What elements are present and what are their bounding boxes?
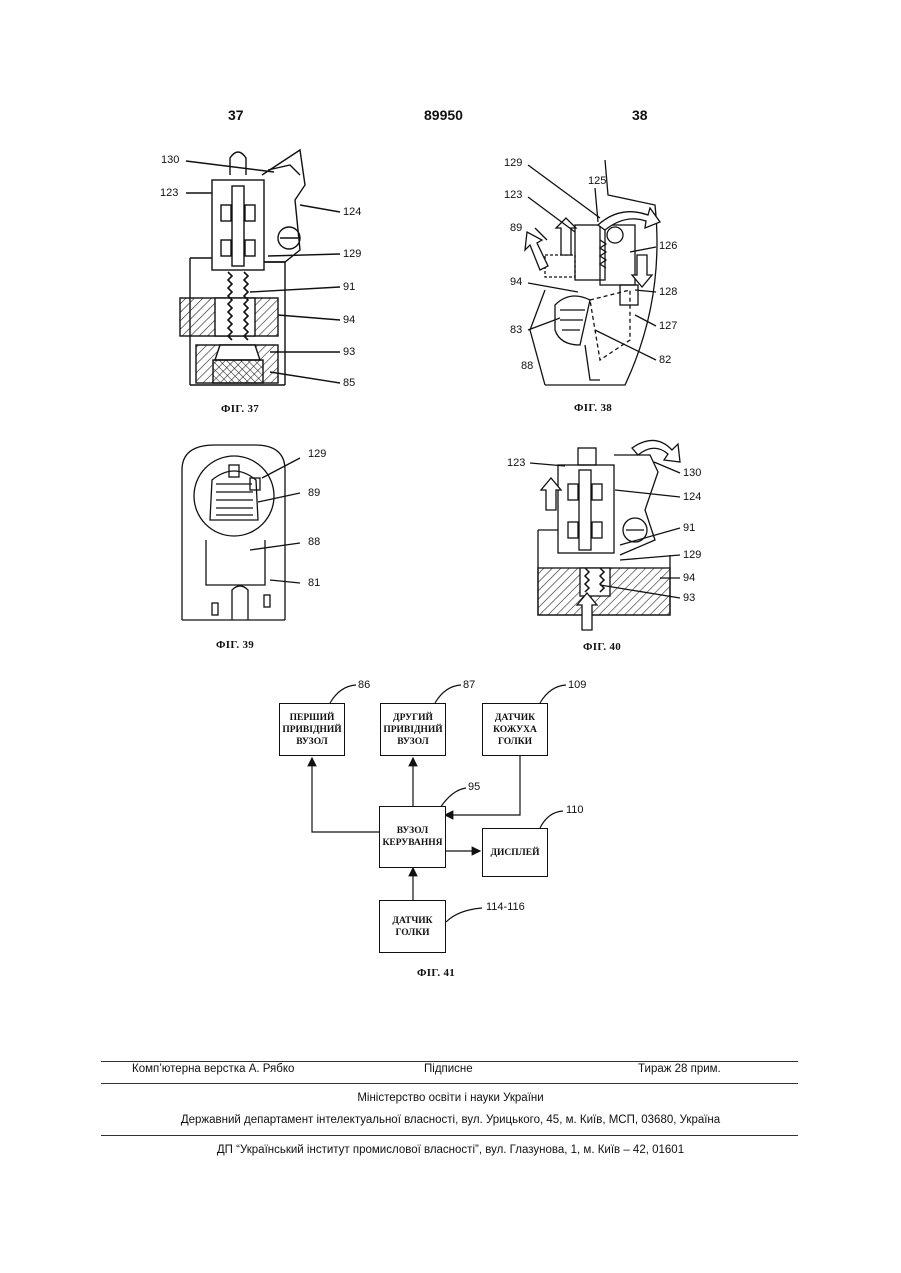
patent-number: 89950 [424, 107, 463, 123]
fig41-ref-114-116: 114-116 [486, 901, 525, 913]
fig39-ref-129: 129 [308, 448, 326, 460]
signed-label: Підписне [424, 1063, 473, 1075]
ministry-name: Міністерство освіти і науки України [0, 1092, 901, 1104]
fig38-ref-126: 126 [659, 240, 677, 252]
first-drive-unit-block: ПЕРШИЙ ПРИВІДНИЙ ВУЗОЛ [279, 703, 345, 756]
left-page-number: 37 [228, 107, 244, 123]
fig38-ref-123: 123 [504, 189, 522, 201]
fig37-ref-93: 93 [343, 346, 355, 358]
fig37-ref-85: 85 [343, 377, 355, 389]
fig40-ref-91: 91 [683, 522, 695, 534]
fig41-ref-110: 110 [566, 804, 584, 816]
second-drive-unit-block: ДРУГИЙ ПРИВІДНИЙ ВУЗОЛ [380, 703, 446, 756]
fig37-caption: ФІГ. 37 [221, 403, 259, 415]
fig38-ref-88: 88 [521, 360, 533, 372]
fig38-ref-129: 129 [504, 157, 522, 169]
fig37-ref-129: 129 [343, 248, 361, 260]
fig37-ref-124: 124 [343, 206, 361, 218]
fig38-caption: ФІГ. 38 [574, 402, 612, 414]
display-block: ДИСПЛЕЙ [482, 828, 548, 877]
fig38-ref-89: 89 [510, 222, 522, 234]
department-address: Державний департамент інтелектуальної вл… [0, 1114, 901, 1126]
fig38-ref-82: 82 [659, 354, 671, 366]
fig38-ref-94: 94 [510, 276, 522, 288]
fig37-ref-130: 130 [161, 154, 179, 166]
fig40-ref-94: 94 [683, 572, 695, 584]
fig38-ref-83: 83 [510, 324, 522, 336]
fig41-ref-86: 86 [358, 679, 370, 691]
right-page-number: 38 [632, 107, 648, 123]
fig38-ref-127: 127 [659, 320, 677, 332]
fig40-caption: ФІГ. 40 [583, 641, 621, 653]
fig39-ref-89: 89 [308, 487, 320, 499]
needle-sensor-block: ДАТЧИК ГОЛКИ [379, 900, 446, 953]
fig38-ref-125: 125 [588, 175, 606, 187]
fig37-ref-123: 123 [160, 187, 178, 199]
fig37-ref-94: 94 [343, 314, 355, 326]
fig41-ref-95: 95 [468, 781, 480, 793]
typesetting-credit: Комп’ютерна верстка А. Рябко [132, 1063, 294, 1075]
fig38-ref-128: 128 [659, 286, 677, 298]
control-unit-block: ВУЗОЛ КЕРУВАННЯ [379, 806, 446, 868]
fig40-ref-123: 123 [507, 457, 525, 469]
footer-rule-bottom [101, 1135, 798, 1136]
institute-address: ДП “Український інститут промислової вла… [0, 1144, 901, 1156]
fig41-caption: ФІГ. 41 [417, 967, 455, 979]
fig40-ref-129: 129 [683, 549, 701, 561]
footer-rule-middle [101, 1083, 798, 1084]
fig39-ref-88: 88 [308, 536, 320, 548]
fig40-ref-124: 124 [683, 491, 701, 503]
footer-rule-top [101, 1061, 798, 1062]
fig41-ref-109: 109 [568, 679, 586, 691]
circulation-label: Тираж 28 прим. [638, 1063, 721, 1075]
fig40-ref-93: 93 [683, 592, 695, 604]
fig41-ref-87: 87 [463, 679, 475, 691]
fig40-ref-130: 130 [683, 467, 701, 479]
fig39-caption: ФІГ. 39 [216, 639, 254, 651]
needle-cover-sensor-block: ДАТЧИК КОЖУХА ГОЛКИ [482, 703, 548, 756]
fig37-ref-91: 91 [343, 281, 355, 293]
fig39-ref-81: 81 [308, 577, 320, 589]
